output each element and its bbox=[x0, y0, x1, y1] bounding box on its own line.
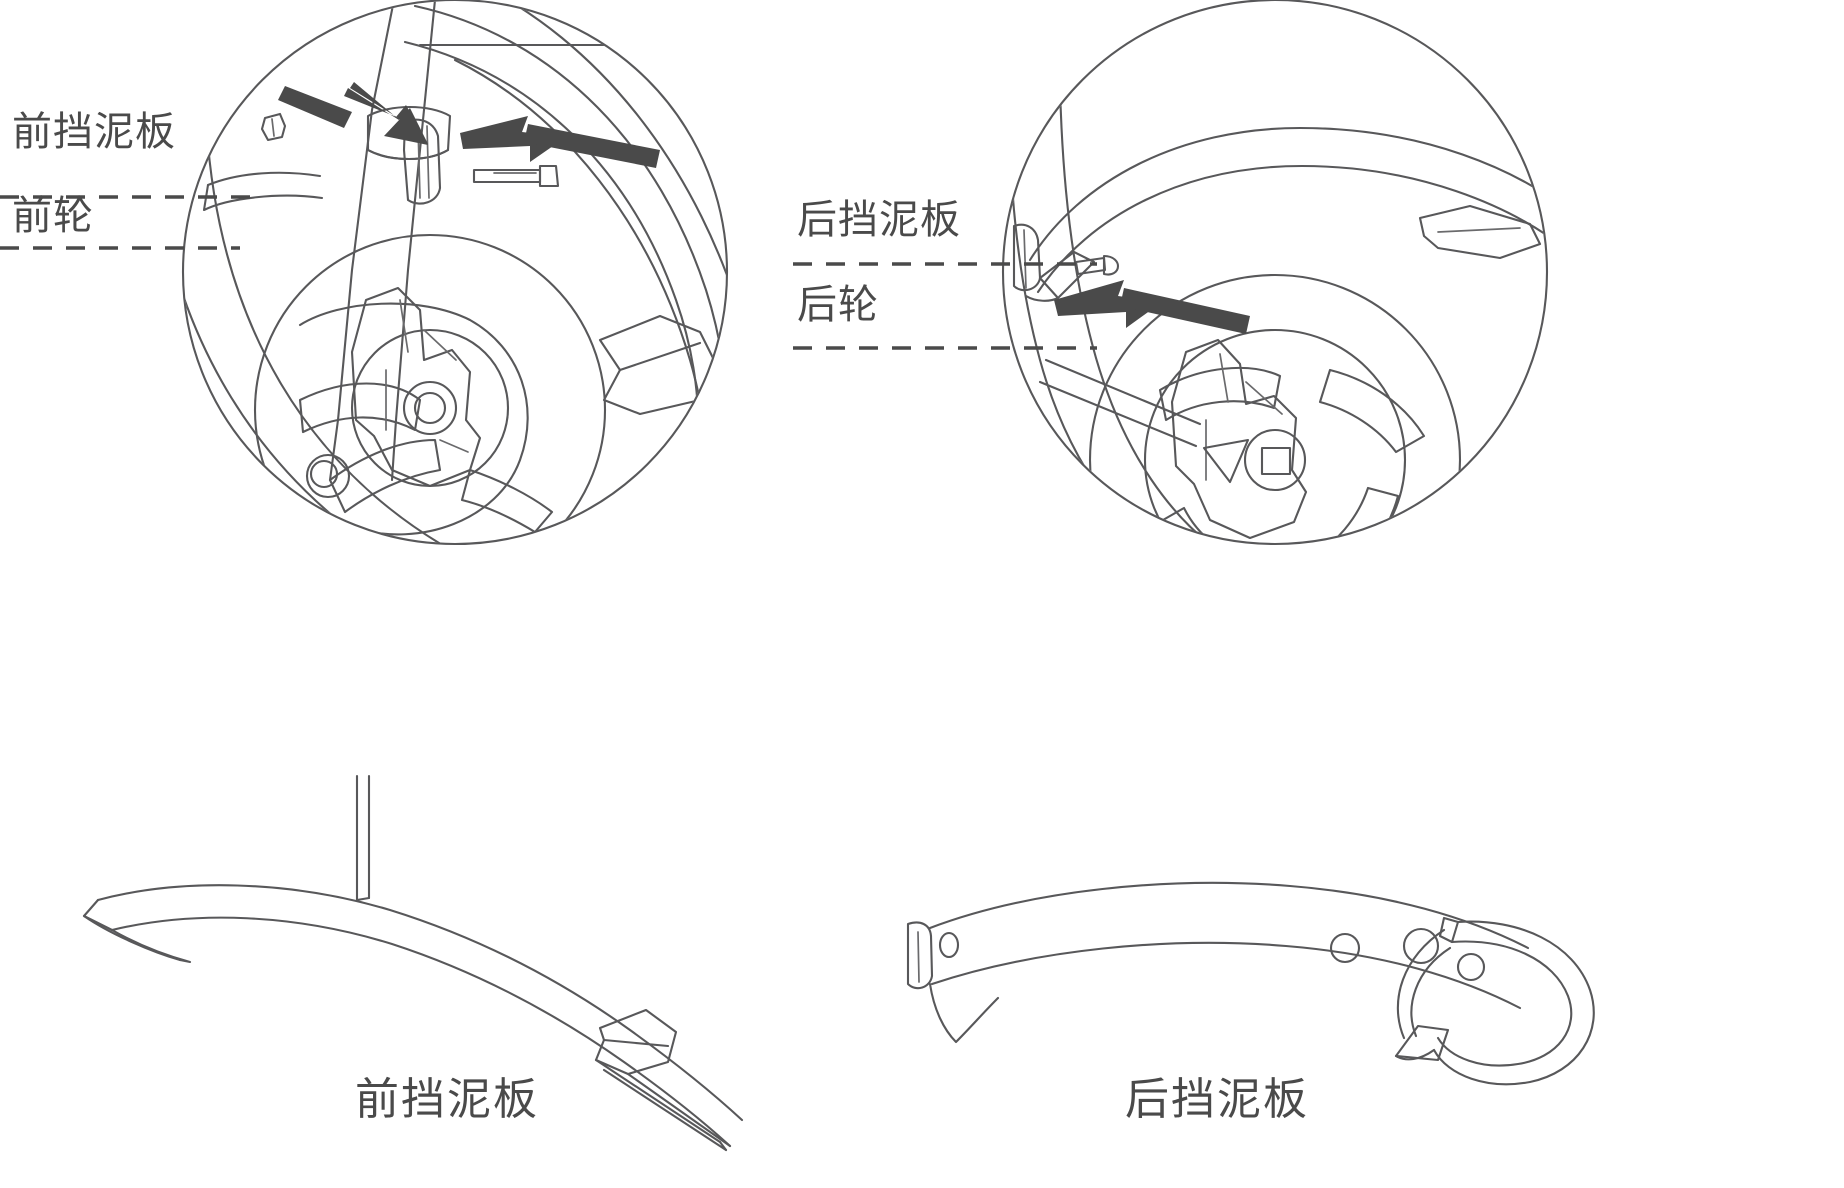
front-fender-stay-base bbox=[355, 896, 371, 902]
front-fork-clamp-ring-lower bbox=[366, 148, 450, 161]
rear-detail-circle-outline bbox=[1002, 0, 1548, 545]
callout-label-rear-fender: 后挡泥板 bbox=[797, 198, 961, 242]
front-detail-circle-outline bbox=[182, 0, 728, 545]
front-hub-center-outer bbox=[402, 380, 458, 436]
rear-spoke-1 bbox=[1158, 366, 1282, 422]
front-fender-tail-blade-top bbox=[594, 1058, 722, 1144]
rear-hub-square bbox=[1260, 446, 1292, 476]
callout-label-rear-wheel: 后轮 bbox=[797, 283, 879, 327]
front-fender-tail-inner bbox=[618, 341, 702, 372]
part-caption-front-fender: 前挡泥板 bbox=[355, 1075, 539, 1124]
front-brake-caliper-body bbox=[350, 286, 482, 488]
rear-spoke-2 bbox=[1318, 368, 1426, 454]
rear-detail-circle-group bbox=[1002, 0, 1548, 545]
front-detail-contents bbox=[184, 1, 726, 543]
rear-u-bracket-clip-top bbox=[1438, 916, 1460, 944]
rear-fender-bottom-curve bbox=[930, 941, 1522, 1010]
rear-fender-bottom-edge bbox=[1036, 164, 1546, 294]
rear-fender-hole-1 bbox=[938, 931, 960, 959]
front-spoke-3 bbox=[460, 468, 554, 534]
front-fender-tail-blade-bottom bbox=[626, 1072, 732, 1148]
rear-fender-tail-inner bbox=[1437, 227, 1521, 233]
rear-hub-outer bbox=[1243, 428, 1307, 492]
rear-caliper-triangle bbox=[1202, 438, 1250, 484]
rear-tyre-left-inner-arc bbox=[1058, 1, 1228, 543]
rear-screw-head bbox=[1102, 254, 1120, 276]
front-axle-bolt-inner bbox=[309, 459, 339, 489]
front-fork-right-edge bbox=[390, 1, 438, 482]
front-caliper-line-2 bbox=[423, 329, 457, 361]
rear-fender-hole-3 bbox=[1402, 927, 1440, 965]
front-fender-lip-top bbox=[206, 171, 322, 187]
rear-u-bracket-outer bbox=[1432, 920, 1595, 1086]
front-fork-left-edge bbox=[328, 1, 398, 482]
arrow-rear-fender-bracket-icon bbox=[1054, 280, 1250, 334]
rear-fender-top-edge bbox=[1028, 126, 1546, 262]
rear-fender-hole-4 bbox=[1456, 952, 1486, 982]
rear-fender-tail-clip bbox=[1418, 204, 1542, 260]
front-detail-circle-group bbox=[182, 0, 728, 545]
rear-spoke-4 bbox=[1154, 506, 1256, 543]
rear-fender-edge-piece bbox=[1038, 250, 1096, 300]
front-fender-tail-blade-mid bbox=[602, 1068, 728, 1152]
front-fender-tail-clip bbox=[598, 314, 720, 416]
rear-detail-contents bbox=[1007, 1, 1546, 543]
part-caption-rear-fender: 后挡泥板 bbox=[1125, 1075, 1309, 1124]
front-nut-detail bbox=[271, 118, 275, 137]
rear-fender-bracket-tab bbox=[1012, 223, 1042, 292]
rear-frame-tube-bottom bbox=[1038, 380, 1198, 448]
front-bracket-line-2 bbox=[426, 125, 430, 199]
front-rim-outer bbox=[253, 233, 607, 543]
rear-fender-hole-2 bbox=[1329, 932, 1361, 964]
front-screw-shaft bbox=[472, 168, 542, 184]
front-tyre-inner-left-arc bbox=[203, 73, 502, 543]
rear-frame-tube-top bbox=[1044, 358, 1202, 426]
arrow-fender-bracket-icon bbox=[460, 116, 660, 168]
rear-u-bracket-left-arc-outer bbox=[1396, 928, 1446, 1040]
rear-u-bracket-clip bbox=[1394, 1024, 1450, 1062]
rear-spoke-3 bbox=[1306, 486, 1400, 543]
front-spoke-2 bbox=[328, 438, 442, 514]
front-fender-part-drawing bbox=[82, 774, 744, 1152]
callout-label-front-wheel: 前轮 bbox=[12, 194, 94, 238]
rear-rim-outer bbox=[1088, 273, 1462, 543]
front-fender-tail-bracket-line bbox=[602, 1038, 670, 1048]
callout-label-front-fender: 前挡泥板 bbox=[12, 110, 176, 154]
front-fender-outer-curve bbox=[96, 884, 744, 1122]
front-hub-center-inner bbox=[413, 391, 447, 425]
front-caliper-line-1 bbox=[399, 299, 409, 353]
front-axle-bolt-outer bbox=[305, 453, 351, 499]
rear-u-bracket-inner bbox=[1436, 940, 1573, 1067]
front-fender-bracket-tab bbox=[402, 118, 442, 205]
front-fender-tail-bracket bbox=[594, 1008, 678, 1076]
rear-u-bracket-left-arc-inner bbox=[1410, 946, 1452, 1038]
rear-rim-inner bbox=[1143, 328, 1407, 543]
front-fender-front-lip-inner bbox=[110, 928, 192, 964]
front-nut-icon bbox=[260, 112, 287, 142]
rear-bracket-line bbox=[1023, 229, 1027, 289]
rear-caliper-line-1 bbox=[1219, 353, 1229, 403]
front-fender-inner-curve bbox=[110, 916, 732, 1148]
front-hub-shade bbox=[298, 302, 529, 536]
front-fender-lip-bottom bbox=[202, 183, 324, 212]
rear-fender-edge-bottom bbox=[1024, 294, 1060, 302]
front-fender-tail-blade-tip bbox=[718, 1140, 728, 1152]
front-fender-bottom-edge bbox=[403, 40, 700, 422]
rear-fender-top-curve bbox=[928, 881, 1530, 950]
front-screw-head bbox=[538, 164, 560, 188]
front-brake-disc bbox=[350, 328, 510, 488]
arrow-fender-clamp-icon bbox=[278, 82, 428, 145]
front-tyre-outer-right-arc bbox=[468, 1, 726, 457]
front-caliper-line-4 bbox=[439, 439, 469, 453]
rear-fender-left-tail bbox=[928, 982, 1000, 1044]
front-fender-top-edge bbox=[413, 4, 726, 422]
rear-fender-left-bracket bbox=[906, 921, 934, 990]
rear-fender-part-drawing bbox=[906, 881, 1595, 1086]
rear-fender-left-bracket-line bbox=[917, 931, 920, 983]
rear-caliper-line-2 bbox=[1245, 381, 1283, 415]
rear-brake-caliper-body bbox=[1170, 338, 1308, 540]
front-tyre-outer-left-arc bbox=[184, 88, 472, 543]
